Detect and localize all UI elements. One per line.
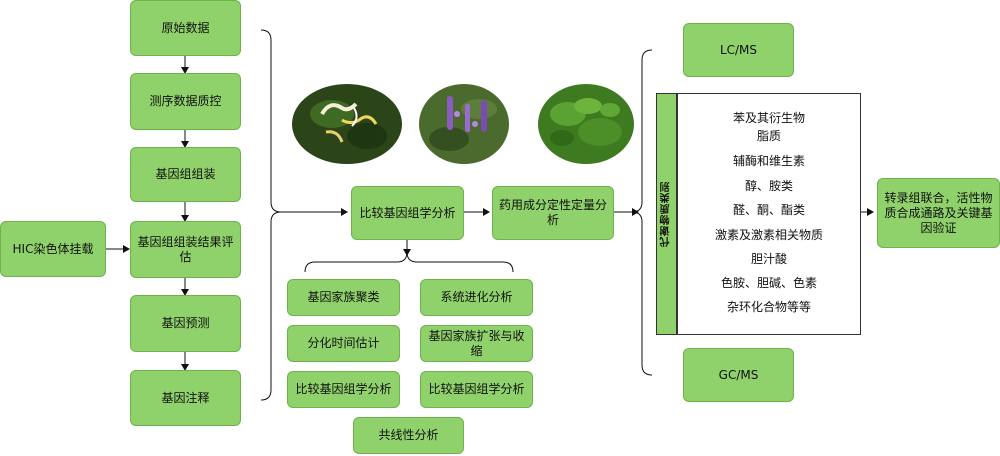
purple-flower-photo	[419, 84, 509, 164]
compare-genomics-box: 比较基因组学分析	[351, 186, 464, 240]
assembly-eval-box: 基因组组装结果评估	[130, 221, 241, 278]
seq-qc-box: 测序数据质控	[130, 73, 241, 130]
sub-brace	[304, 251, 514, 273]
metabolite-category-text: 代谢物质类别	[661, 181, 672, 247]
final-validation-box: 转录组联合，活性物质合成通路及关键基因验证	[877, 178, 1000, 248]
compare-right-box: 比较基因组学分析	[420, 371, 533, 408]
gene-annotation-box: 基因注释	[130, 370, 241, 426]
drug-analysis-box: 药用成分定性定量分析	[492, 186, 614, 240]
compare-left-box: 比较基因组学分析	[287, 371, 400, 408]
plant-photos	[292, 84, 634, 164]
metabolite-item: 激素及激素相关物质	[714, 228, 823, 242]
metabolite-category-label: 代谢物质类别	[656, 93, 677, 335]
metabolite-item: 杂环化合物等等	[726, 300, 811, 314]
phylogeny-box: 系统进化分析	[420, 279, 533, 316]
gc-ms-box: GC/MS	[683, 348, 794, 402]
metabolite-item: 色胺、胆碱、色素	[720, 276, 817, 290]
collinearity-box: 共线性分析	[353, 417, 464, 454]
right-bracket	[631, 49, 653, 376]
metabolite-item: 醇、胺类	[744, 179, 793, 193]
honeysuckle-photo	[292, 84, 402, 164]
metabolite-item: 胆汁酸	[750, 252, 787, 266]
raw-data-box: 原始数据	[130, 0, 241, 56]
metabolite-item: 醛、酮、酯类	[732, 203, 805, 217]
divergence-time-box: 分化时间估计	[287, 325, 400, 362]
left-bracket	[260, 29, 282, 401]
metabolite-item: 苯及其衍生物	[732, 111, 805, 125]
hic-box: HIC染色体挂载	[0, 221, 106, 277]
genome-assembly-box: 基因组组装	[130, 147, 241, 202]
metabolite-item: 辅酶和维生素	[732, 154, 805, 168]
metabolite-item: 脂质	[756, 129, 781, 143]
family-cluster-box: 基因家族聚类	[287, 279, 400, 316]
gene-prediction-box: 基因预测	[130, 295, 241, 352]
metabolite-list-panel: 苯及其衍生物 脂质 辅酶和维生素 醇、胺类 醛、酮、酯类 激素及激素相关物质 胆…	[677, 93, 861, 335]
artemisia-photo	[538, 84, 634, 164]
lc-ms-box: LC/MS	[683, 23, 794, 77]
family-expansion-box: 基因家族扩张与收缩	[420, 325, 533, 362]
